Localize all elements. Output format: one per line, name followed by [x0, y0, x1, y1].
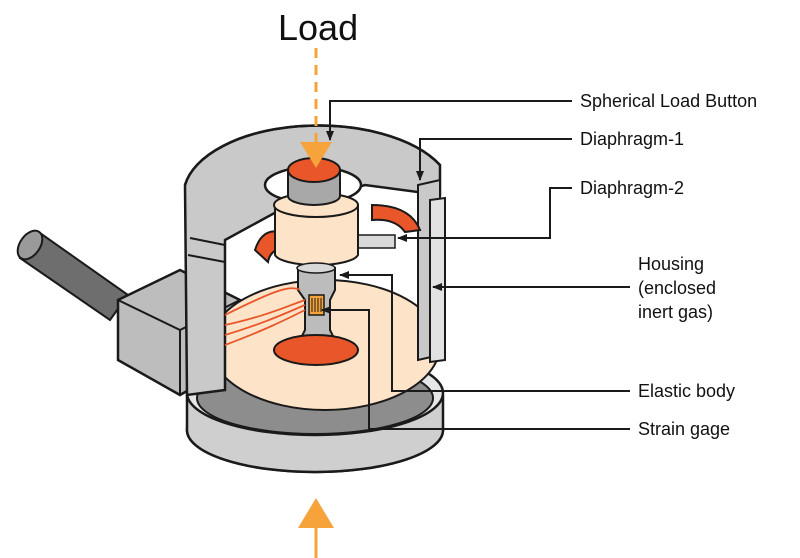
label-housing-line1: Housing	[638, 254, 704, 274]
label-housing-line2: (enclosed	[638, 278, 716, 298]
leader-elastic-body	[339, 271, 630, 392]
label-diaphragm-2: Diaphragm-2	[580, 178, 684, 198]
strain-gage	[308, 294, 325, 316]
lead-wires	[224, 287, 306, 346]
spherical-load-button	[287, 157, 341, 206]
leader-diaphragm-1	[416, 138, 572, 181]
leader-spherical-load-button	[326, 100, 572, 141]
load-arrow-bottom	[298, 498, 334, 558]
callout-lines	[321, 100, 630, 430]
leader-diaphragm-2	[397, 187, 572, 242]
load-arrow-top	[300, 48, 332, 168]
label-elastic-body: Elastic body	[638, 381, 735, 401]
label-spherical-load-button: Spherical Load Button	[580, 91, 757, 111]
label-diaphragm-1: Diaphragm-1	[580, 129, 684, 149]
leader-strain-gage	[321, 306, 630, 430]
load-title: Load	[278, 7, 358, 48]
label-strain-gage: Strain gage	[638, 419, 730, 439]
label-housing-line3: inert gas)	[638, 302, 713, 322]
cable	[16, 229, 130, 322]
